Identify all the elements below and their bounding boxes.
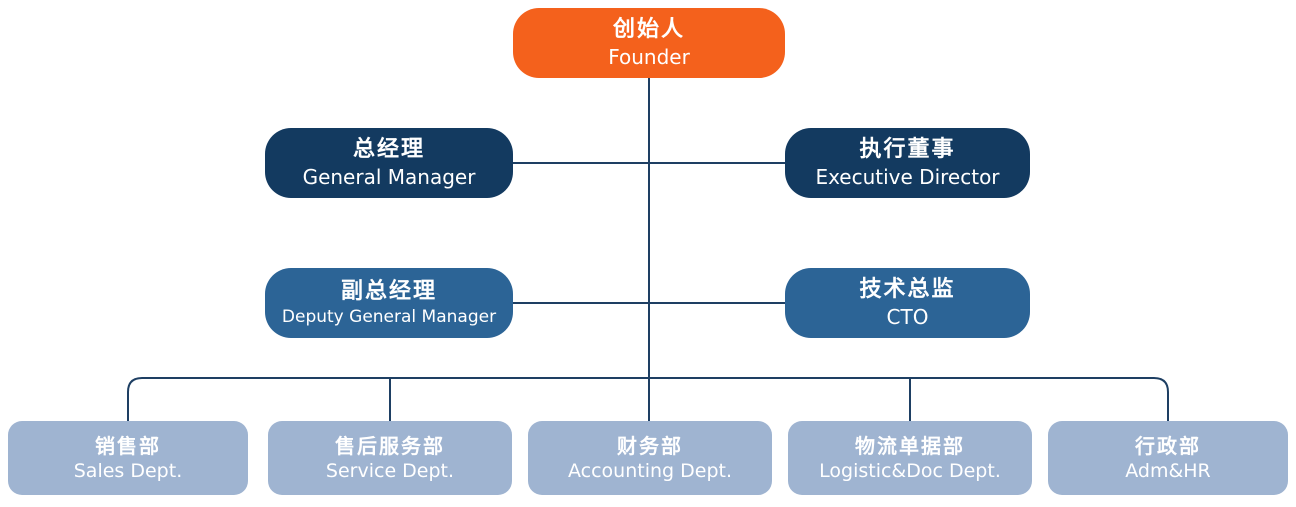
org-node-service-dept: 售后服务部 Service Dept. bbox=[268, 421, 512, 495]
general-manager-label-zh: 总经理 bbox=[352, 136, 425, 162]
org-node-accounting-dept: 财务部 Accounting Dept. bbox=[528, 421, 772, 495]
org-node-cto: 技术总监 CTO bbox=[785, 268, 1030, 338]
adm-hr-dept-label-zh: 行政部 bbox=[1135, 433, 1201, 458]
accounting-dept-label-en: Accounting Dept. bbox=[567, 459, 732, 482]
org-node-general-manager: 总经理 General Manager bbox=[265, 128, 513, 198]
adm-hr-dept-label-en: Adm&HR bbox=[1125, 459, 1211, 482]
cto-label-zh: 技术总监 bbox=[859, 276, 956, 302]
cto-label-en: CTO bbox=[886, 305, 929, 330]
sales-dept-label-en: Sales Dept. bbox=[73, 459, 183, 482]
org-node-logistic-doc-dept: 物流单据部 Logistic&Doc Dept. bbox=[788, 421, 1032, 495]
sales-dept-label-zh: 销售部 bbox=[95, 433, 161, 458]
org-node-adm-hr-dept: 行政部 Adm&HR bbox=[1048, 421, 1288, 495]
org-node-founder: 创始人 Founder bbox=[513, 8, 785, 78]
logistic-doc-dept-label-en: Logistic&Doc Dept. bbox=[819, 459, 1001, 482]
founder-label-en: Founder bbox=[608, 45, 690, 70]
founder-label-zh: 创始人 bbox=[612, 16, 685, 42]
accounting-dept-label-zh: 财务部 bbox=[617, 433, 683, 458]
service-dept-label-zh: 售后服务部 bbox=[335, 433, 445, 458]
logistic-doc-dept-label-zh: 物流单据部 bbox=[855, 433, 965, 458]
general-manager-label-en: General Manager bbox=[302, 165, 476, 190]
org-node-executive-director: 执行董事 Executive Director bbox=[785, 128, 1030, 198]
executive-director-label-en: Executive Director bbox=[815, 165, 1000, 190]
executive-director-label-zh: 执行董事 bbox=[859, 136, 956, 162]
deputy-general-manager-label-zh: 副总经理 bbox=[340, 278, 437, 304]
org-node-deputy-general-manager: 副总经理 Deputy General Manager bbox=[265, 268, 513, 338]
org-node-sales-dept: 销售部 Sales Dept. bbox=[8, 421, 248, 495]
deputy-general-manager-label-en: Deputy General Manager bbox=[281, 307, 497, 328]
service-dept-label-en: Service Dept. bbox=[325, 459, 455, 482]
